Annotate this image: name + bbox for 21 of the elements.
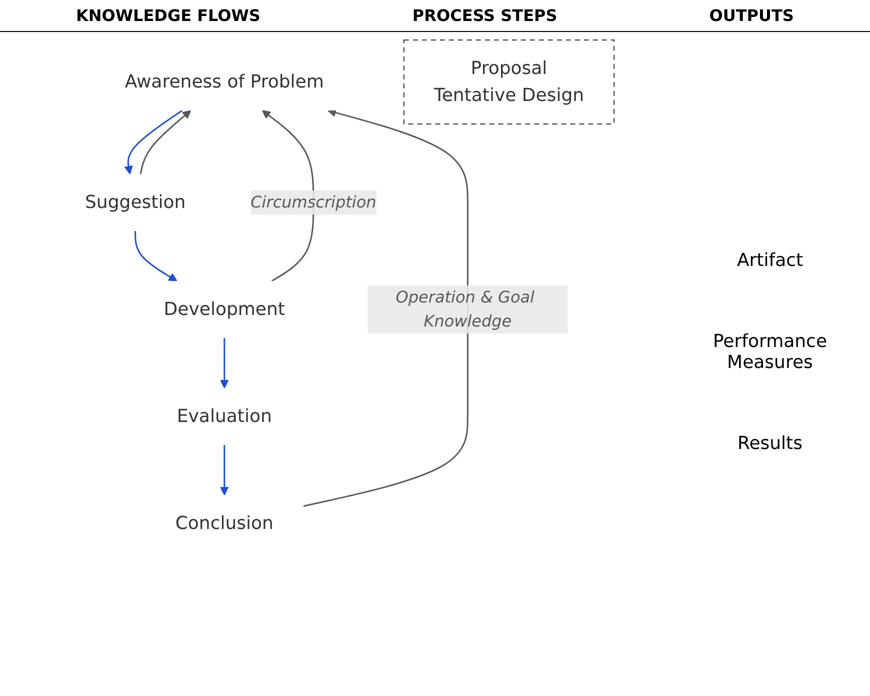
output-label: Performance Measures bbox=[712, 331, 828, 373]
column-heading: KNOWLEDGE FLOWS bbox=[76, 6, 260, 25]
node-text: Suggestion bbox=[85, 192, 186, 213]
arrow bbox=[135, 231, 178, 282]
node-text: Awareness of Problem bbox=[125, 72, 324, 92]
arrow bbox=[262, 110, 315, 282]
node-text: Conclusion bbox=[176, 512, 274, 534]
column-heading: PROCESS STEPS bbox=[412, 6, 558, 25]
column-heading: OUTPUTS bbox=[709, 6, 794, 25]
node-text: Evaluation bbox=[177, 406, 272, 427]
arrow bbox=[220, 338, 230, 388]
arrow bbox=[140, 110, 192, 174]
edge-label: Circumscription bbox=[251, 192, 377, 212]
arrow bbox=[124, 110, 184, 174]
node-text: Development bbox=[164, 298, 286, 320]
edge-label: Operation & Goal Knowledge bbox=[396, 287, 535, 330]
node-box: Proposal Tentative Design bbox=[404, 40, 616, 124]
output-label: Artifact bbox=[736, 250, 804, 271]
output-label: Results bbox=[736, 433, 804, 454]
arrow bbox=[220, 445, 230, 496]
arrow bbox=[304, 108, 469, 507]
